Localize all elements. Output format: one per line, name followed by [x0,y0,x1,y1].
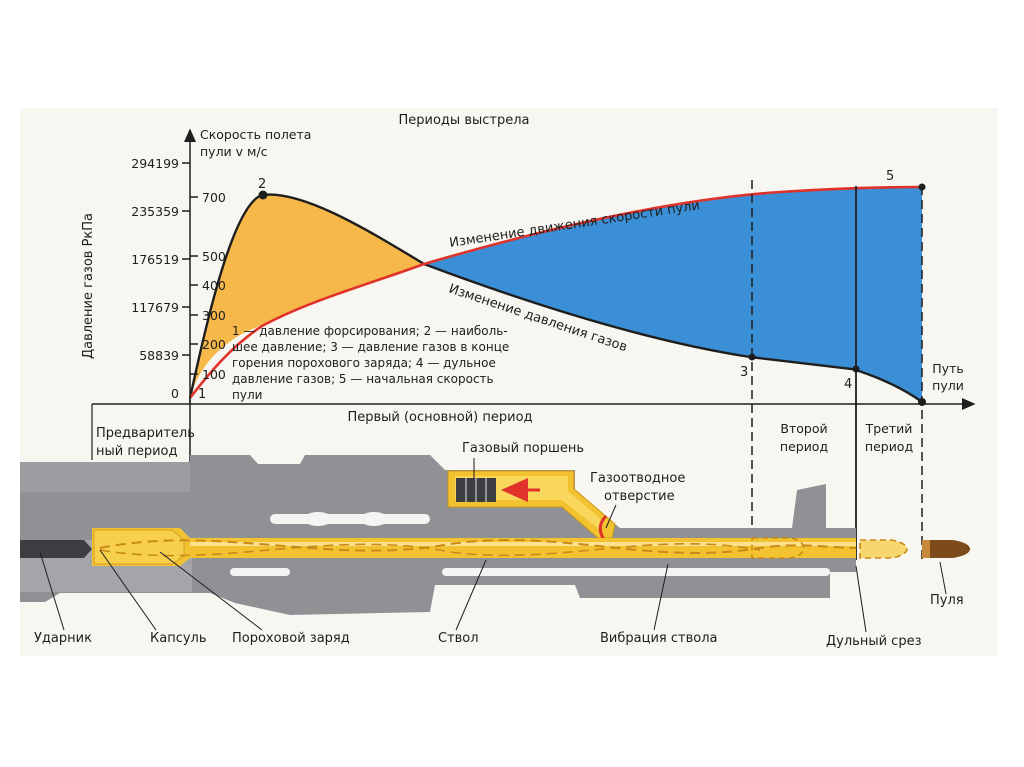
receiver-upper-panel [20,462,190,492]
legend-line: шее давление; 3 — давление газов в конце [232,340,509,354]
preliminary-period-label-line2: ный период [96,444,178,459]
third-period-label-line2: период [865,439,913,454]
gas-piston-label: Газовый поршень [462,441,584,456]
bullet-in-barrel [751,537,805,559]
barrel-vibration-leader [653,563,669,631]
point-label-2: 2 [258,177,266,192]
velocity-area [424,187,922,402]
preliminary-period-label-line1: Предваритель [96,426,195,441]
legend-line: 1 — давление форсирования; 2 — наиболь- [232,324,508,338]
bullet-base [922,540,930,558]
rod-boss [304,512,332,526]
pressure-area [190,194,424,398]
bullet-shape [924,540,970,558]
barrel-vibration-label: Вибрация ствола [600,631,717,646]
point-marker-5 [918,183,926,191]
point-label-4: 4 [844,377,852,392]
legend-line: горения порохового заряда; 4 — дульное [232,356,496,370]
velocity-tick-label: 400 [202,278,226,293]
velocity-axis-label-line1: Скорость полета [200,127,311,142]
second-period-label-line2: период [780,439,828,454]
velocity-tick-marks [190,196,198,375]
barrel-vibration-dash [99,538,857,554]
gas-port-label-line1: Газоотводное [590,471,685,486]
pressure-tick-label: 176519 [131,252,179,267]
point-marker-2 [258,190,268,200]
bullet-label: Пуля [930,593,964,608]
pressure-tick-label: 294199 [131,156,179,171]
bullet-leader [939,561,947,595]
lower-slot [230,568,290,576]
velocity-tick-label: 100 [202,367,226,382]
second-period-label-line1: Второй [780,421,827,436]
gas-piston-rings [465,478,487,502]
pressure-tick-label: 235359 [131,204,179,219]
firing-pin-label: Ударник [34,631,92,646]
velocity-tick-label: 300 [202,308,226,323]
third-period-label-line1: Третий [865,421,913,436]
legend-line: пули [232,388,262,402]
firing-pin-leader [39,551,65,631]
legend-line: давление газов; 5 — начальная скорость [232,372,494,386]
gas-port-leader [605,504,617,529]
primer-label: Капсуль [150,631,207,646]
pressure-tick-marks [182,162,190,356]
barrel-label: Ствол [438,631,479,646]
point-marker-muzzle [918,398,926,406]
velocity-curve [188,185,923,399]
rod-boss [360,512,388,526]
velocity-tick-label: 200 [202,337,226,352]
point-label-5: 5 [886,169,894,184]
point-marker-4 [852,365,860,373]
point-label-1: 1 [198,387,206,402]
bullet-at-muzzle [859,539,908,559]
firing-pin-tip [84,540,92,558]
gas-port-arrow [598,514,608,541]
powder-charge-label: Пороховой заряд [232,631,350,646]
point-marker-3 [748,353,756,361]
velocity-tick-label: 700 [202,190,226,205]
pressure-tick-label: 58839 [139,348,179,363]
path-axis-label-line1: Путь [932,361,963,376]
muzzle-label: Дульный срез [826,634,922,649]
operating-rod-upper [270,514,430,524]
chart-title: Периоды выстрела [399,113,530,128]
barrel-leader [455,559,487,631]
barrel-bore [92,528,856,566]
firing-pin-shape [20,540,84,558]
pressure-tick-label: 0 [171,386,179,401]
first-period-label: Первый (основной) период [347,410,532,425]
point-label-3: 3 [740,365,748,380]
pressure-axis-label: Давление газов РкПа [81,213,96,359]
velocity-axis-label-line2: пули v м/с [200,144,268,159]
pressure-tick-label: 117679 [131,300,179,315]
path-axis-label-line2: пули [932,378,964,393]
primer-leader [99,549,157,631]
powder-charge-leader [159,551,263,631]
muzzle-leader [855,565,867,633]
gas-port-label-line2: отверстие [604,489,675,504]
cleaning-rod-lower [442,568,830,576]
velocity-tick-label: 500 [202,249,226,264]
